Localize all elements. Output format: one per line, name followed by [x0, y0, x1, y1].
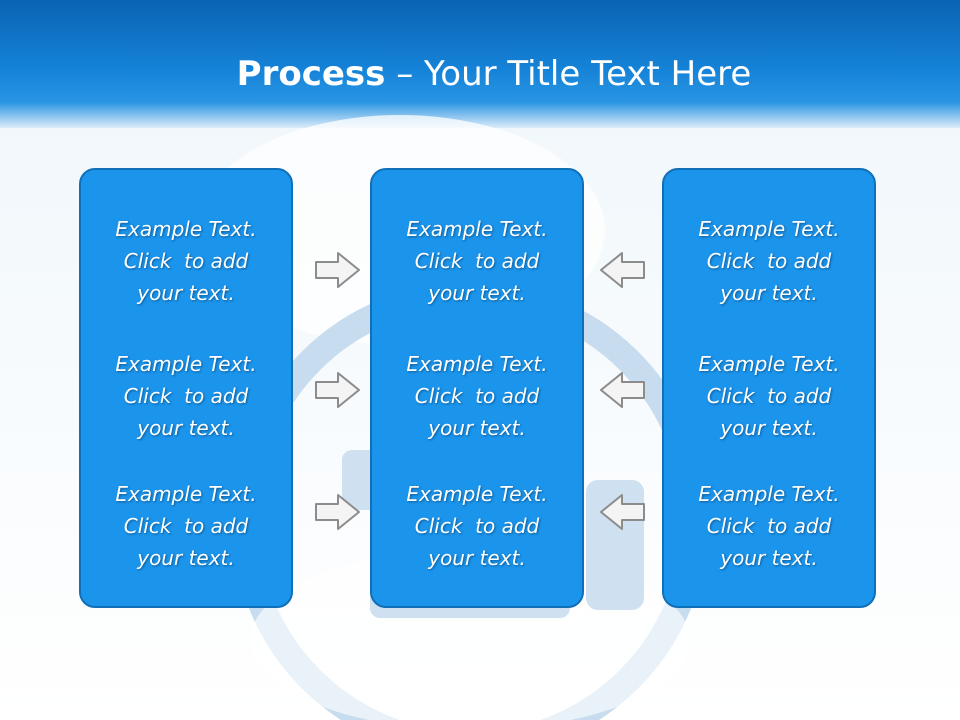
text-block[interactable]: Example Text. Click to add your text. [698, 352, 840, 440]
page-title: Process – Your Title Text Here [0, 52, 960, 96]
arrow-left-icon [600, 252, 645, 288]
arrow-right-icon [315, 494, 360, 530]
arrow-left-icon [600, 494, 645, 530]
text-block[interactable]: Example Text. Click to add your text. [698, 217, 840, 305]
arrow-right-icon [315, 372, 360, 408]
arrow-right-icon [315, 252, 360, 288]
text-block[interactable]: Example Text. Click to add your text. [406, 352, 548, 440]
title-separator: – [385, 54, 425, 94]
text-block[interactable]: Example Text. Click to add your text. [115, 217, 257, 305]
arrow-left-icon [600, 372, 645, 408]
text-block[interactable]: Example Text. Click to add your text. [406, 217, 548, 305]
title-bold: Process [236, 54, 386, 94]
title-bar [0, 0, 960, 128]
text-block[interactable]: Example Text. Click to add your text. [115, 482, 257, 570]
text-block[interactable]: Example Text. Click to add your text. [698, 482, 840, 570]
text-block[interactable]: Example Text. Click to add your text. [115, 352, 257, 440]
text-panel-center[interactable]: Example Text. Click to add your text. Ex… [370, 168, 584, 608]
text-panel-right[interactable]: Example Text. Click to add your text. Ex… [662, 168, 876, 608]
text-block[interactable]: Example Text. Click to add your text. [406, 482, 548, 570]
title-rest: Your Title Text Here [424, 54, 752, 94]
text-panel-left[interactable]: Example Text. Click to add your text. Ex… [79, 168, 293, 608]
